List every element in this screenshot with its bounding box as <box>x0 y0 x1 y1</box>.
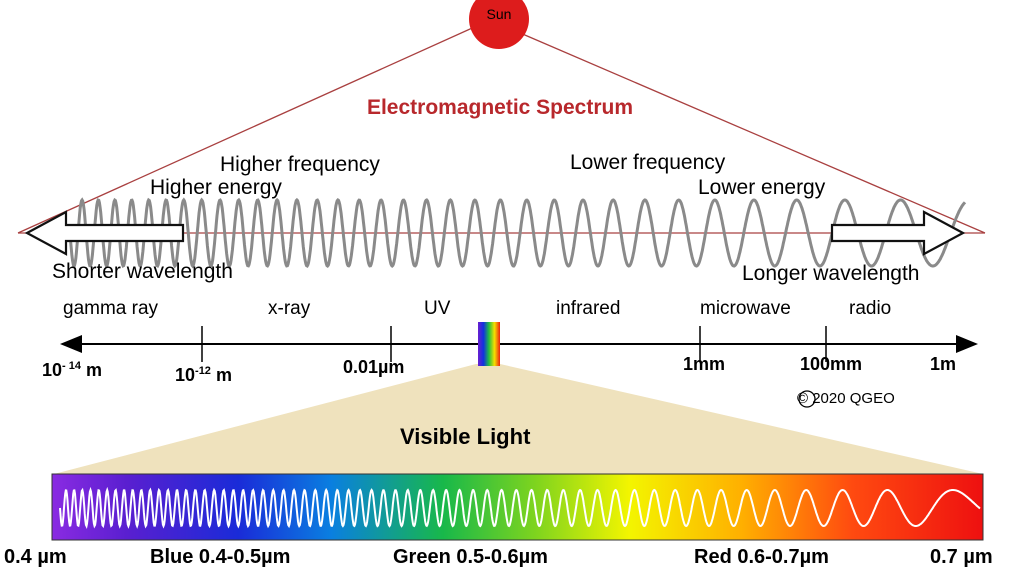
left-arrow-icon <box>24 210 185 256</box>
right-arrow-icon <box>830 210 966 256</box>
visible-label-0.7um: 0.7 µm <box>930 546 993 568</box>
visible-spectrum-bar <box>51 473 984 541</box>
shorter-wavelength-label: Shorter wavelength <box>52 260 233 283</box>
visible-label-red: Red 0.6-0.7µm <box>694 546 829 568</box>
tick-label-1e-14m: 10- 14 m <box>42 360 103 380</box>
tick-label-100mm: 100mm <box>800 354 863 374</box>
lower-energy-label: Lower energy <box>698 176 826 199</box>
tick-label-1m: 1m <box>930 354 957 374</box>
copyright-text: © 2020 QGEO <box>797 390 895 407</box>
higher-frequency-label: Higher frequency <box>220 153 380 176</box>
visible-label-blue: Blue 0.4-0.5µm <box>150 546 291 568</box>
diagram-title: Electromagnetic Spectrum <box>366 96 634 119</box>
lower-frequency-label: Lower frequency <box>570 151 726 174</box>
sun-label: Sun <box>486 6 512 22</box>
visible-label-0.4um: 0.4 µm <box>4 546 67 568</box>
visible-label-green: Green 0.5-0.6µm <box>393 546 548 568</box>
copyright-icon <box>798 390 816 408</box>
band-x-ray: x-ray <box>268 298 311 319</box>
band-radio: radio <box>849 298 892 319</box>
higher-energy-label: Higher energy <box>150 176 282 199</box>
scale-arrow-left-icon <box>60 335 82 353</box>
sun-icon <box>469 0 529 49</box>
band-gamma-ray: gamma ray <box>63 298 159 319</box>
band-infrared: infrared <box>556 298 621 319</box>
tick-label-0.01um: 0.01µm <box>343 357 405 377</box>
visible-wave <box>59 486 981 529</box>
longer-wavelength-label: Longer wavelength <box>742 262 920 285</box>
visible-light-cone <box>54 364 983 474</box>
band-uv: UV <box>424 298 451 319</box>
tick-label-1e-12m: 10-12 m <box>175 365 232 385</box>
tick-label-1mm: 1mm <box>683 354 726 374</box>
scale-arrow-right-icon <box>956 335 978 353</box>
band-microwave: microwave <box>700 298 791 319</box>
visible-light-title: Visible Light <box>400 424 531 449</box>
em-wave <box>68 197 967 269</box>
visible-band-marker <box>478 322 500 366</box>
